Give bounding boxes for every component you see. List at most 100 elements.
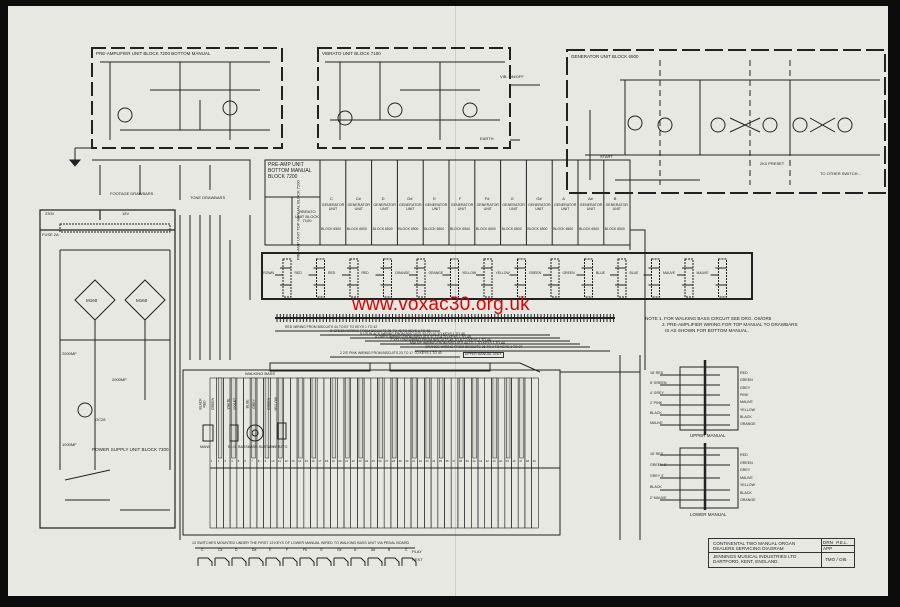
cap-3-label: 1000µF (62, 442, 77, 447)
key-outline (363, 377, 372, 529)
drawbar-wiring (476, 267, 492, 286)
upper-manual-output: MAUVE (740, 400, 753, 405)
pedal-switch (197, 557, 213, 566)
pedal-switch (367, 557, 383, 566)
upper-manual-input: 4' GREY (650, 391, 664, 395)
key-number: 22 (351, 459, 355, 463)
key-outline (303, 377, 311, 529)
black-key (472, 377, 477, 459)
upper-manual-output: GREEN (740, 378, 753, 383)
earth-label: EARTH (480, 136, 494, 141)
key-number: 25 (371, 459, 375, 463)
transistor-icon (627, 115, 643, 131)
rectifier-1-label: M160 (86, 298, 98, 303)
lower-manual-output: MAUVE (740, 475, 753, 480)
switch-mans: MANS (200, 445, 211, 449)
transistor-icon (657, 117, 673, 133)
preset-label: 2K0 PRESET (760, 161, 785, 166)
drawbar-label: BROWN (261, 271, 274, 275)
key-number: 9 (264, 459, 267, 463)
upper-manual-output: RED (740, 371, 748, 375)
key-number: 7 (251, 459, 253, 463)
generator-unit-block: BLOCK 6500 (475, 227, 496, 231)
fold-line (455, 6, 456, 596)
key-number: 2 (217, 459, 220, 463)
key-outline (444, 377, 452, 529)
pedal-switch (401, 557, 417, 566)
drawbar-contact-strip (517, 258, 526, 298)
generator-unit-label: GENERATOR UNIT (605, 203, 629, 212)
black-key (392, 377, 397, 459)
generator-unit-note: A (562, 196, 565, 201)
pedal-note-label: D# (252, 548, 257, 552)
generator-unit-block: BLOCK 6500 (372, 227, 393, 231)
company-line-1: JENNINGS MUSICAL INDUSTRIES LTD (713, 554, 797, 559)
generator-unit-block: BLOCK 6500 (346, 227, 367, 231)
lower-manual-input: BLACK (650, 485, 662, 489)
key-number: 16 (311, 459, 315, 463)
key-outline (383, 377, 392, 529)
pedal-switch (384, 557, 400, 566)
drawbar-label: YELLOW (495, 271, 510, 275)
black-key (358, 377, 363, 459)
generator-unit-label: GENERATOR UNIT (553, 203, 577, 212)
key-number: 37 (452, 459, 456, 463)
black-key (231, 377, 236, 459)
power-supply-title: POWER SUPPLY UNIT BLOCK 7300 (92, 447, 169, 452)
key-number: 6 (244, 459, 247, 463)
wiring-run-label: 5 1/3' BLACK WIRING FROM BISCUITS 30 TO … (360, 332, 465, 336)
pedal-note-label: A (354, 548, 357, 552)
transistor-icon (117, 107, 133, 123)
drawbar-label: RED (294, 271, 302, 275)
cap-2-label: 2000µF (112, 377, 127, 382)
pedal-switch (214, 557, 230, 566)
key-number: 47 (519, 459, 523, 463)
generator-unit-note: G# (536, 196, 542, 201)
key-number: 12 (284, 459, 288, 463)
company-line-2: DARTFORD, KENT, ENGLAND. (713, 559, 779, 564)
walking-bass-wire-label: GREEN (267, 397, 272, 410)
pedal-note-label: C (405, 548, 408, 552)
black-key (425, 377, 430, 459)
pedal-play-label: PLAY (412, 549, 422, 554)
voltage-15-label: 15V (122, 211, 130, 216)
drawbar-contact-strip (450, 258, 459, 298)
key-outline (524, 377, 532, 529)
key-number: 31 (412, 459, 416, 463)
drawbar-label: ORANGE (395, 271, 410, 275)
key-outline (484, 377, 492, 529)
generator-unit-label: GENERATOR UNIT (424, 203, 448, 212)
wiring-upper-only-label: UPPER MANUAL ONLY (463, 352, 504, 358)
lower-manual-output: GREY (740, 468, 751, 472)
key-outline (283, 377, 291, 529)
pedal-switch (248, 557, 264, 566)
generator-unit-label: GENERATOR UNIT (476, 203, 500, 212)
generator-unit-label: GENERATOR UNIT (347, 203, 371, 212)
vibrato-block-border (317, 47, 511, 149)
pedal-switch (316, 557, 332, 566)
generator-unit-block: BLOCK 6500 (450, 227, 470, 231)
key-number: 35 (438, 459, 442, 463)
key-number: 48 (525, 459, 530, 463)
key-number: 20 (338, 459, 342, 463)
key-outline (417, 377, 425, 529)
key-number: 13 (291, 459, 295, 463)
switch-big-bass: B.I.G. BASS (228, 445, 248, 449)
preamp-bottom-label: PRE-AMP UNIT BOTTOM MANUAL BLOCK 7200 (268, 162, 312, 180)
key-number: 11 (278, 459, 281, 463)
key-number: 38 (458, 459, 463, 463)
upper-manual-input: 2' PINK (650, 401, 663, 405)
generator-unit-note: F# (484, 196, 490, 201)
key-number: 46 (512, 459, 516, 463)
generator-unit-block: BLOCK 6500 (321, 227, 341, 231)
drawbar-wiring (342, 267, 358, 286)
wiring-run-label: ORANGE WIRING FROM BISCUITS 26 TO A TO K… (425, 345, 523, 349)
transistor-icon (222, 100, 238, 116)
generator-unit-label: GENERATOR UNIT (321, 203, 345, 212)
generator-unit-note: A# (588, 196, 593, 201)
pedal-caption: 13 SWITCHES MOUNTED UNDER THE FIRST 13 K… (192, 541, 410, 545)
upper-manual-title: UPPER MANUAL (690, 433, 726, 438)
transistor-icon (77, 402, 93, 418)
key-outline (316, 377, 325, 529)
